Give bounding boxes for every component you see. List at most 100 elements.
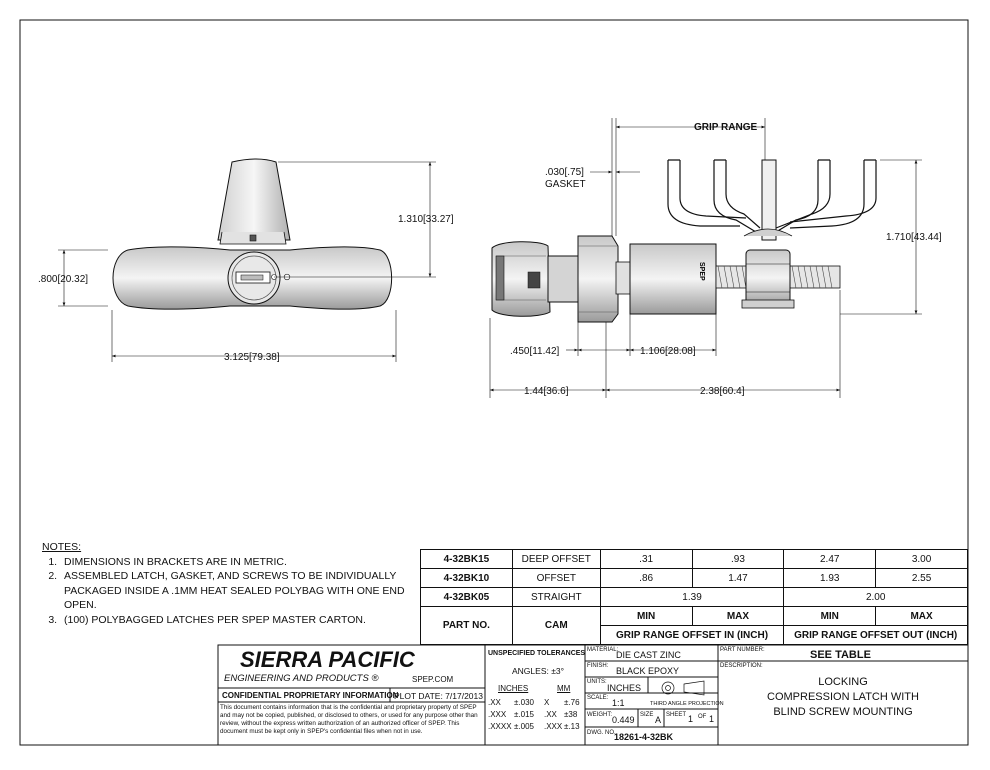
tol-cell: .XXXX [488, 722, 512, 731]
cam-type: STRAIGHT [511, 587, 601, 607]
company-sub-text: ENGINEERING AND PRODUCTS [224, 673, 369, 684]
size-value: A [655, 715, 662, 725]
company-website: SPEP.COM [412, 675, 454, 684]
units-value: INCHES [607, 683, 642, 693]
table-row: 4-32BK10 OFFSET .86 1.47 1.93 2.55 [420, 568, 968, 588]
grip-in-min: .86 [599, 568, 693, 588]
grip-out-min: 2.47 [783, 549, 877, 569]
of-value: 1 [709, 714, 715, 724]
dim-body-overall: 2.38[60.4] [700, 386, 745, 397]
dim-head-to-gasket: .450[11.42] [510, 346, 560, 357]
side-mark: SPEP [698, 262, 705, 281]
parts-table: 4-32BK15 DEEP OFFSET .31 .93 2.47 3.00 4… [420, 549, 968, 645]
material-value: DIE CAST ZINC [616, 650, 681, 660]
third-angle-projection-icon [661, 680, 705, 696]
description-line: BLIND SCREW MOUNTING [773, 706, 913, 718]
notes: NOTES: DIMENSIONS IN BRACKETS ARE IN MET… [42, 540, 412, 627]
confidential-text: This document contains information that … [220, 704, 478, 735]
confidential-title: CONFIDENTIAL PROPRIETARY INFORMATION [222, 691, 399, 700]
header-max: MAX [691, 606, 785, 626]
header-min: MIN [599, 606, 693, 626]
part-number: 4-32BK15 [420, 549, 513, 569]
weight-label: WEIGHT: [587, 712, 612, 718]
lock-pin-icon [249, 234, 257, 242]
sheet-label: SHEET [666, 712, 687, 718]
size-label: SIZE [640, 712, 654, 718]
description-line: LOCKING [818, 676, 868, 688]
dwg-label: DWG. NO. [587, 730, 616, 736]
company-name: SIERRA PACIFIC [240, 647, 415, 672]
company-subtitle: ENGINEERING AND PRODUCTS ® [224, 674, 378, 684]
tolerance-mm-header: MM [557, 684, 571, 693]
part-number-value: SEE TABLE [810, 649, 871, 661]
cam-arms [667, 159, 877, 233]
tolerance-row: .XXX±.015.XX±38 [488, 709, 584, 721]
dim-head-overall: 1.44[36.6] [524, 386, 569, 397]
part-number: 4-32BK10 [420, 568, 513, 588]
tolerance-title: UNSPECIFIED TOLERANCES [488, 650, 586, 657]
title-block-grid [217, 644, 969, 746]
table-header-row: PART NO. CAM MIN MAX MIN MAX [420, 606, 968, 645]
table-row: 4-32BK15 DEEP OFFSET .31 .93 2.47 3.00 [420, 549, 968, 569]
scale-label: SCALE: [587, 695, 609, 701]
dim-handle-height: 1.310[33.27] [398, 214, 454, 225]
latch-head [491, 241, 551, 317]
gasket-label: GASKET [545, 179, 586, 190]
tol-cell: .XX [544, 710, 557, 719]
dim-overall-width: 3.125[79.38] [224, 352, 280, 363]
tolerance-inches-header: INCHES [498, 684, 529, 693]
grip-out-value: 2.00 [783, 587, 968, 607]
table-header-row: GRIP RANGE OFFSET IN (INCH) GRIP RANGE O… [421, 625, 968, 645]
cam-type: DEEP OFFSET [511, 549, 601, 569]
tol-cell: ±.015 [514, 710, 534, 719]
tol-cell: ±.030 [514, 698, 534, 707]
tolerance-row: .XXXX±.005 .XXX±.13 [488, 721, 584, 733]
projection-label: THIRD ANGLE PROJECTION [650, 701, 724, 707]
grip-in-value: 1.39 [599, 587, 785, 607]
tol-cell: ±38 [564, 710, 578, 719]
tol-cell: ±.005 [514, 722, 534, 731]
dim-right-height: 1.710[43.44] [886, 232, 942, 243]
grip-in-max: 1.47 [691, 568, 785, 588]
header-grip-out: GRIP RANGE OFFSET OUT (INCH) [783, 625, 968, 645]
sheet-value: 1 [688, 714, 694, 724]
tol-cell: ±.13 [564, 722, 580, 731]
weight-value: 0.449 [612, 715, 635, 725]
part-number-label: PART NUMBER: [720, 647, 765, 653]
finish-label: FINISH: [587, 663, 609, 669]
note-item: ASSEMBLED LATCH, GASKET, AND SCREWS TO B… [60, 569, 412, 613]
units-label: UNITS: [587, 679, 607, 685]
dim-overall-height-left: .800[20.32] [38, 274, 88, 285]
grip-out-min: 1.93 [783, 568, 877, 588]
header-min: MIN [783, 606, 877, 626]
dwg-number: 18261-4-32BK [614, 732, 674, 742]
notes-list: DIMENSIONS IN BRACKETS ARE IN METRIC. AS… [42, 555, 412, 628]
cam-straight [761, 159, 777, 241]
description: LOCKING COMPRESSION LATCH WITH BLIND SCR… [718, 675, 968, 720]
small-nut [615, 261, 631, 295]
registered-mark: ® [371, 673, 379, 684]
grip-in-max: .93 [691, 549, 785, 569]
scale-value: 1:1 [612, 698, 625, 708]
handle-tower [217, 158, 291, 241]
notes-title: NOTES: [42, 541, 82, 553]
description-line: COMPRESSION LATCH WITH [767, 691, 919, 703]
tol-cell: .XXX [544, 722, 563, 731]
grip-in-min: .31 [599, 549, 693, 569]
gasket-flange [577, 235, 619, 323]
material-label: MATERIAL: [587, 647, 619, 653]
finish-value: BLACK EPOXY [616, 666, 680, 676]
latch-body [629, 243, 717, 315]
plot-date: PLOT DATE: 7/17/2013 [394, 691, 483, 701]
grip-out-max: 3.00 [875, 549, 968, 569]
note-item: DIMENSIONS IN BRACKETS ARE IN METRIC. [60, 555, 412, 570]
table-row: 4-32BK05 STRAIGHT 1.39 2.00 [420, 587, 968, 607]
description-label: DESCRIPTION: [720, 663, 763, 669]
part-number: 4-32BK05 [420, 587, 513, 607]
front-view: .800[20.32] 1.310[33.27] 3.125[79.38] [38, 158, 454, 363]
head-logo-icon [527, 271, 541, 289]
note-item: (100) POLYBAGGED LATCHES PER SPEP MASTER… [60, 613, 412, 628]
tol-cell: ±.76 [564, 698, 580, 707]
